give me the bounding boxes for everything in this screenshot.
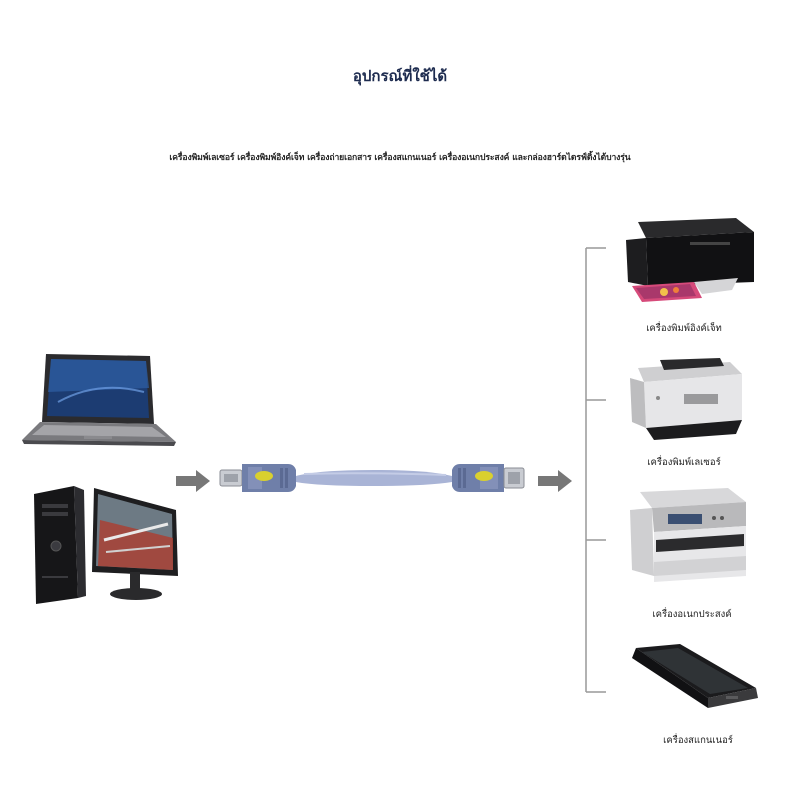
desktop-computer-icon xyxy=(34,486,178,604)
device-label-scanner: เครื่องสแกนเนอร์ xyxy=(663,735,733,746)
page-title: อุปกรณ์ที่ใช้ได้ xyxy=(352,67,448,85)
device-bracket xyxy=(585,247,606,693)
compatible-devices-description: เครื่องพิมพ์เลเซอร์ เครื่องพิมพ์อิงค์เจ็… xyxy=(169,153,631,163)
device-label-multifunction: เครื่องอเนกประสงค์ xyxy=(652,609,732,620)
device-label-laser: เครื่องพิมพ์เลเซอร์ xyxy=(647,457,721,468)
inkjet-printer-icon xyxy=(626,218,754,302)
scanner-icon xyxy=(632,644,758,708)
multifunction-printer-icon xyxy=(630,488,746,582)
device-label-inkjet: เครื่องพิมพ์อิงค์เจ็ท xyxy=(646,323,722,334)
arrow-right-icon xyxy=(538,470,572,492)
usb-cable-icon xyxy=(219,464,525,492)
laser-printer-icon xyxy=(630,358,742,440)
laptop-icon xyxy=(22,354,176,446)
arrow-right-icon xyxy=(176,470,210,492)
